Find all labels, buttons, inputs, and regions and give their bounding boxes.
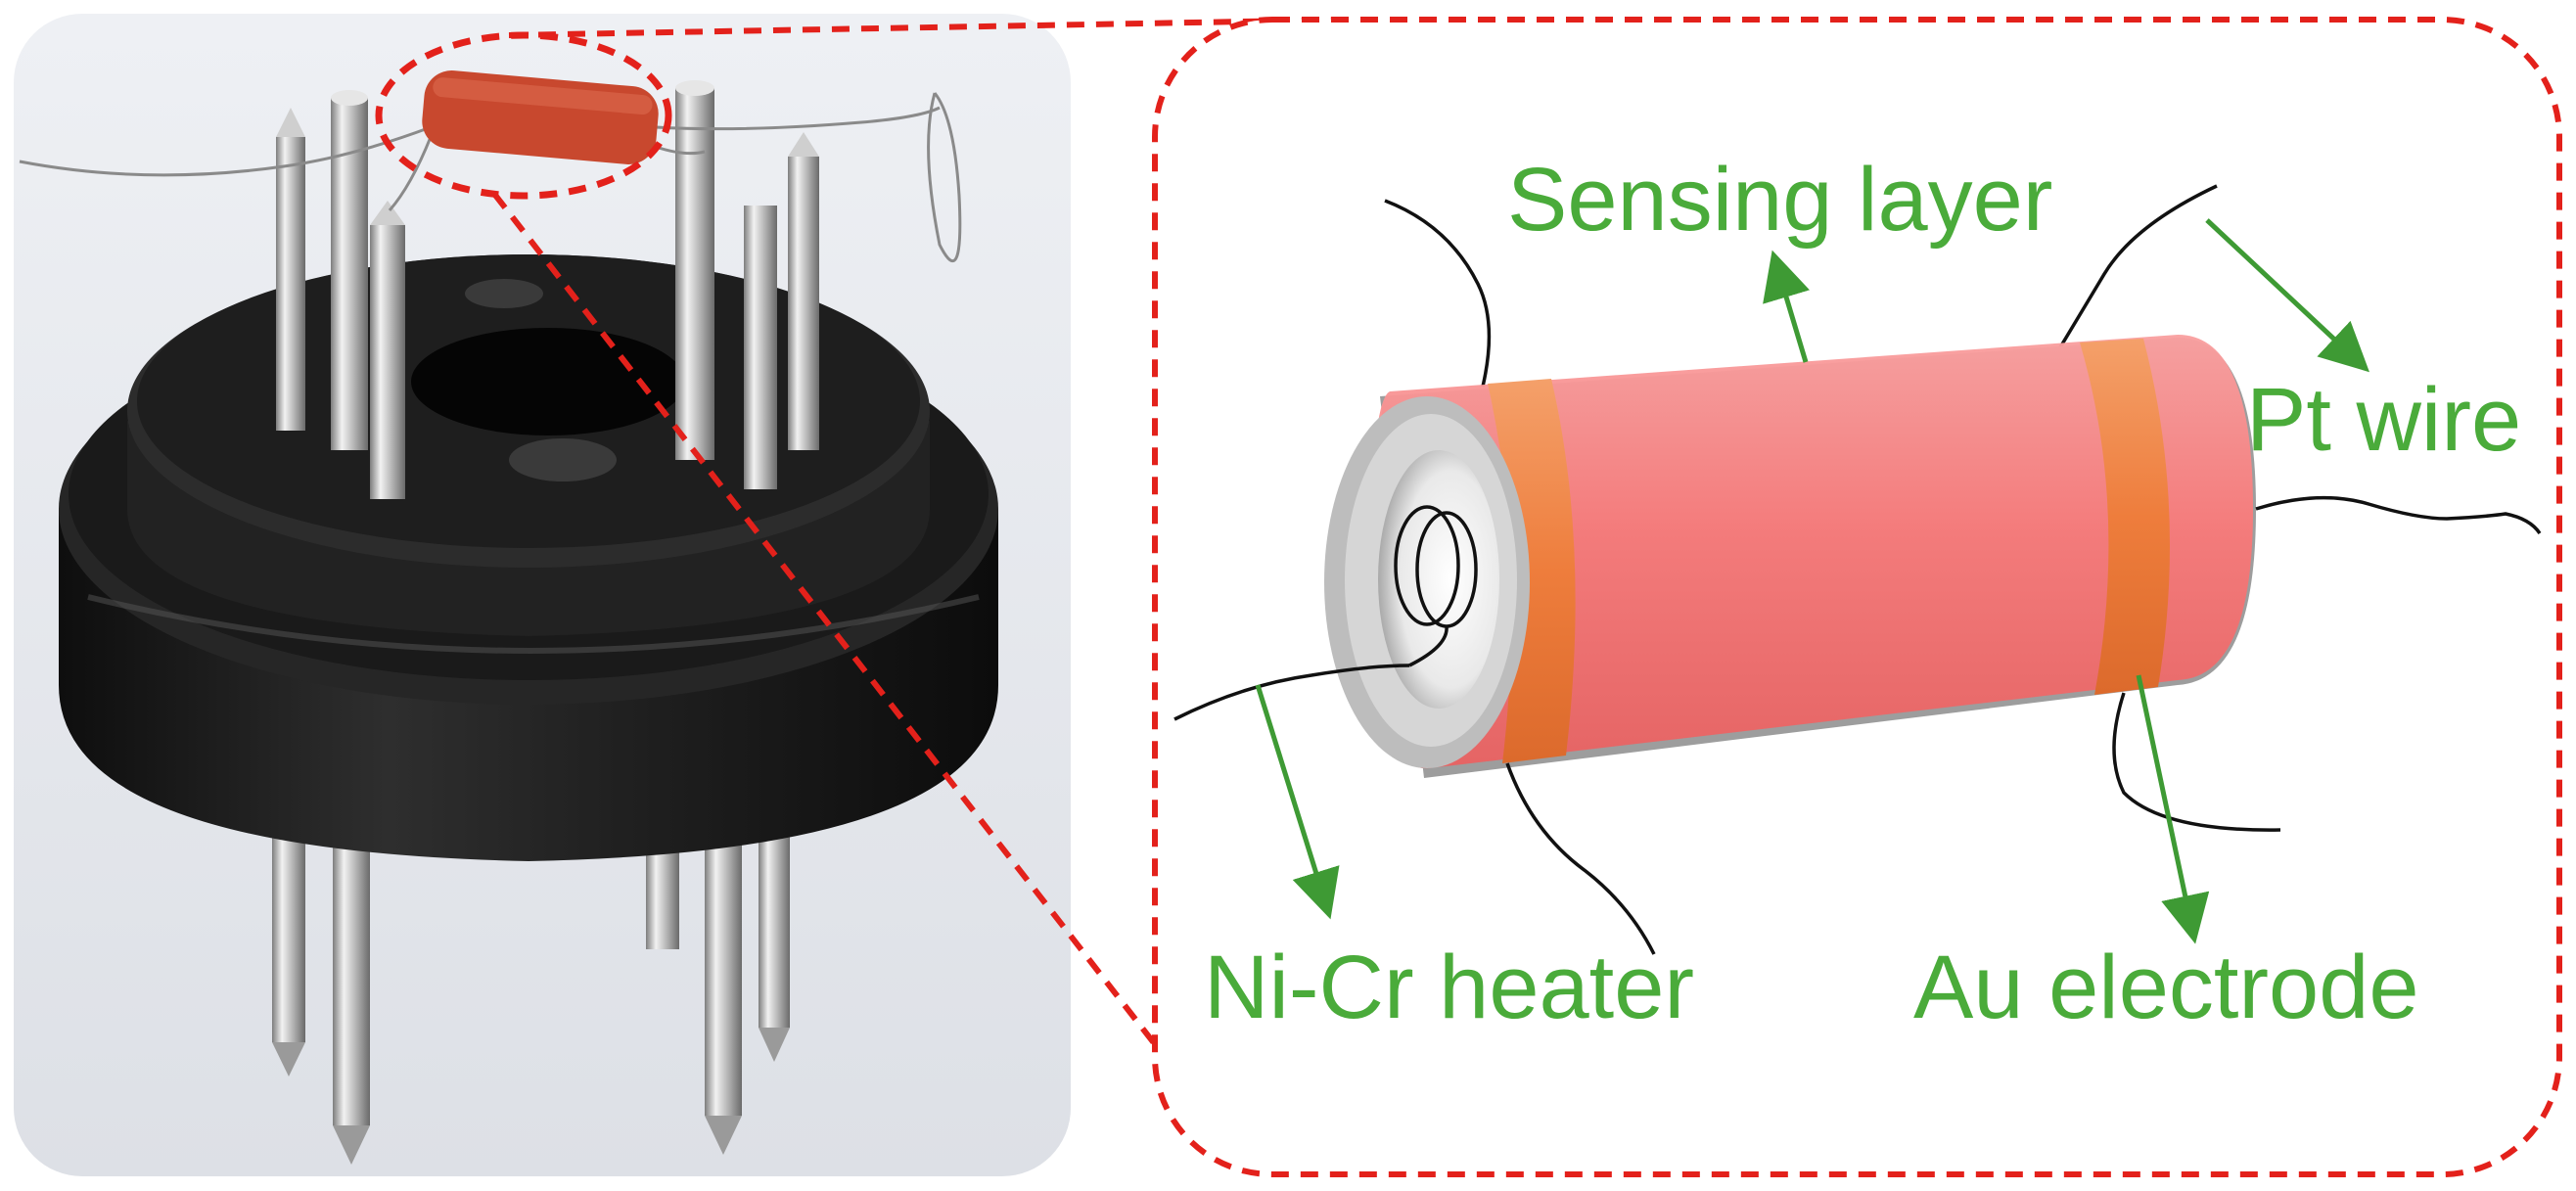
pt-wire-bottom-right (2112, 692, 2281, 832)
sensor-schematic (1173, 184, 2542, 955)
au-electrode-arrow (2136, 674, 2210, 944)
socket-lower-pins (272, 802, 790, 1165)
label-pt-wire: Pt wire (2246, 370, 2521, 470)
pt-wire-right (2255, 495, 2542, 535)
ni-cr-heater-arrow (1255, 684, 1340, 920)
pt-wire-arrow (2205, 218, 2369, 373)
sensor-photo (14, 14, 1071, 1176)
ni-cr-heater-coil (1173, 505, 1478, 721)
annotation-arrows (1255, 218, 2369, 944)
socket-upper-pins (276, 80, 819, 499)
label-au-electrode: Au electrode (1913, 938, 2419, 1037)
tube-bore (1378, 450, 1499, 709)
socket-base (59, 254, 998, 861)
pt-wire-top-right (2058, 184, 2218, 348)
pt-wire-top-left (1384, 199, 1492, 388)
sensor-element-photo (422, 70, 659, 164)
label-sensing-layer: Sensing layer (1507, 150, 2052, 250)
callout-connectors (491, 17, 1352, 1059)
au-electrode-right (2080, 339, 2170, 695)
label-ni-cr-heater: Ni-Cr heater (1204, 938, 1694, 1037)
sensing-layer-arrow (1763, 250, 1811, 363)
sensing-layer (1370, 335, 2253, 769)
photo-wires (19, 92, 962, 263)
annotation-labels: Sensing layer Pt wire Ni-Cr heater Au el… (1204, 150, 2521, 1037)
pt-wire-bottom-left (1505, 762, 1656, 955)
